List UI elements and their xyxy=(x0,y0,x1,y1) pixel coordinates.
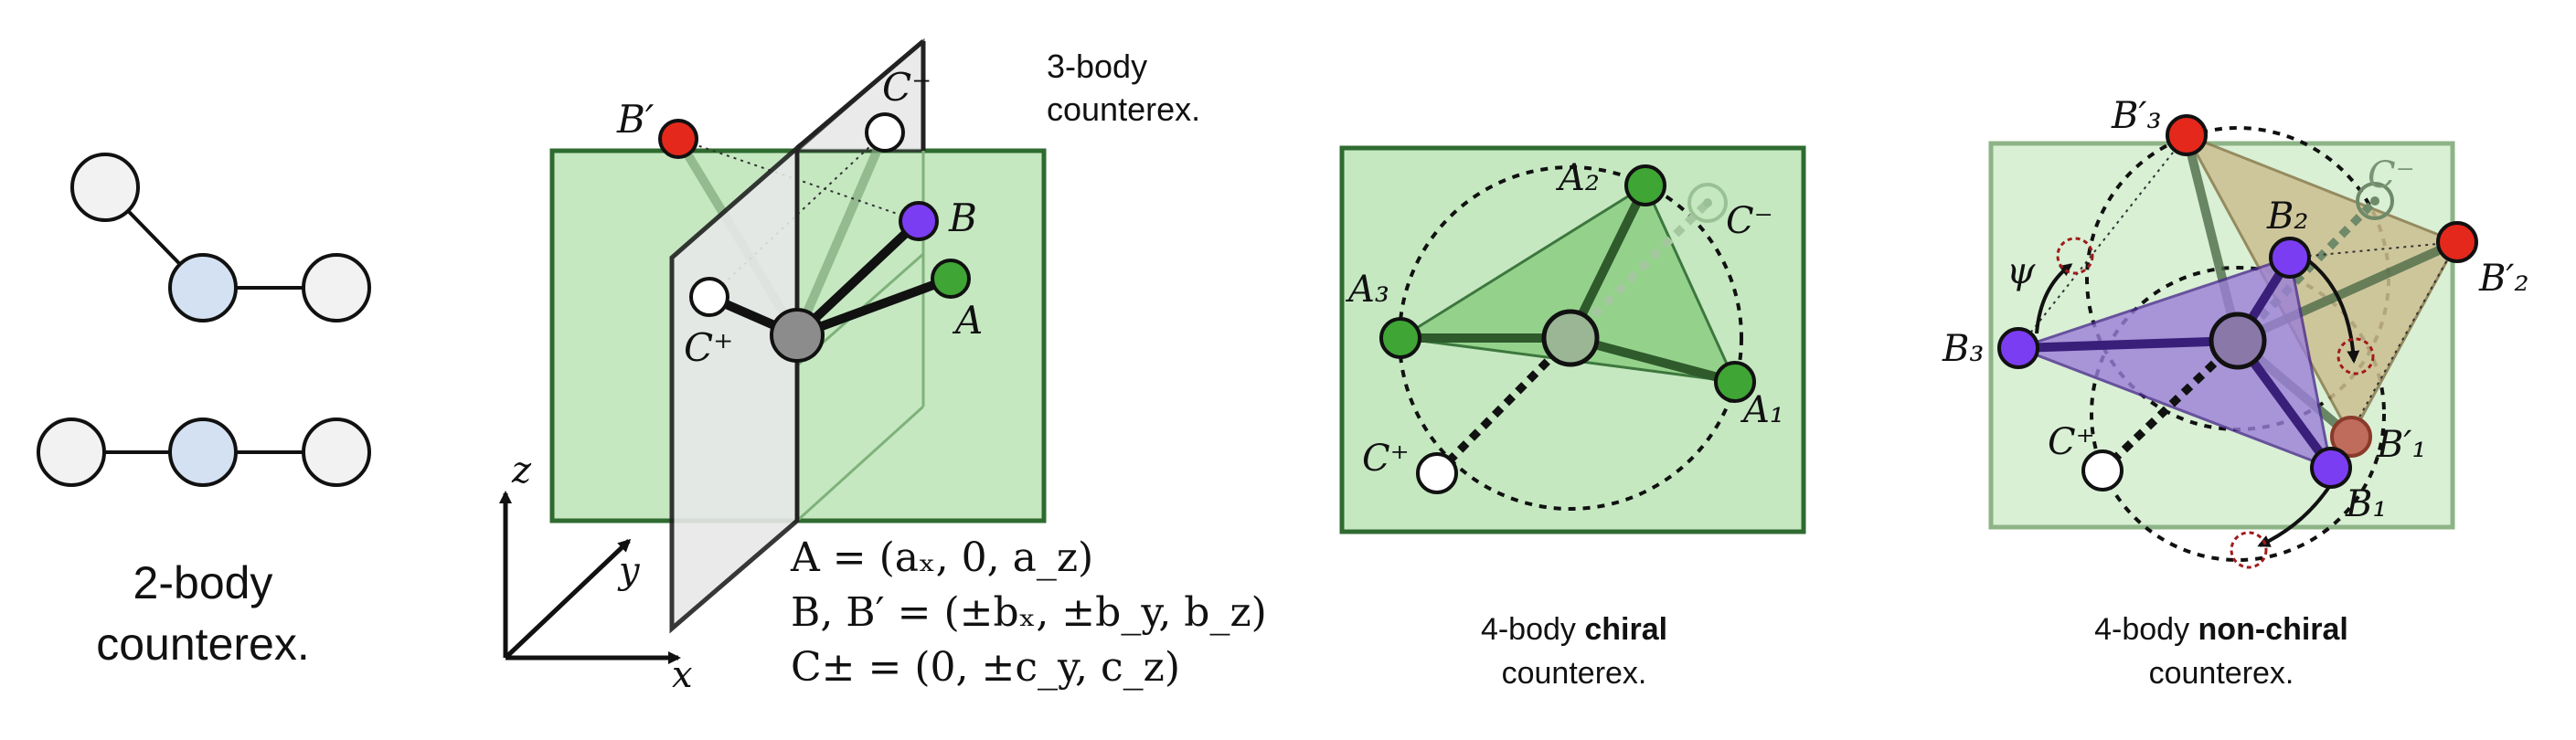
atom-A xyxy=(931,259,971,299)
atom-C-minus xyxy=(2356,182,2394,220)
title-line1: 3-body xyxy=(1047,48,1147,85)
rotation-arrow xyxy=(2257,482,2333,547)
graph-bottom xyxy=(37,418,371,487)
panel-2body: 2-body counterex. xyxy=(37,153,371,670)
atom-C-minus xyxy=(1687,183,1728,223)
atom-B1 xyxy=(2310,447,2352,489)
caption-pre: 4-body xyxy=(1481,612,1584,647)
target-marker xyxy=(2230,531,2268,569)
label-A1: A₁ xyxy=(1740,389,1784,431)
plane-fold-line xyxy=(795,405,925,523)
label-C-minus: C⁻ xyxy=(1726,200,1773,242)
bond xyxy=(2017,336,2239,353)
atom-B xyxy=(899,201,939,241)
target-marker xyxy=(2056,237,2094,275)
label-A3: A₃ xyxy=(1345,269,1389,311)
atom-A2 xyxy=(1624,164,1666,206)
caption-line1: 2-body xyxy=(133,557,273,608)
label-B1: B₁ xyxy=(2345,483,2387,525)
atom-C-plus xyxy=(2081,449,2124,492)
target-marker xyxy=(2336,337,2375,375)
atom-C-plus xyxy=(689,277,729,317)
atom-center xyxy=(2209,312,2267,370)
atom-B2 xyxy=(2269,237,2311,279)
label-C-plus: C⁺ xyxy=(1362,438,1410,480)
rotation-arrow xyxy=(2035,263,2073,334)
caption-bold: chiral xyxy=(1584,612,1667,647)
axis-label-y: y xyxy=(617,550,641,592)
label-B2-prime: B′₂ xyxy=(2478,258,2529,300)
caption-line2: counterex. xyxy=(2149,656,2294,691)
label-A2: A₂ xyxy=(1555,157,1600,199)
equation-A: A = (aₓ, 0, a_z) xyxy=(790,534,1093,581)
atom-B-prime xyxy=(658,119,698,159)
node-white xyxy=(302,253,371,322)
caption-line1: 4-body chiral xyxy=(1481,612,1667,647)
equation-B: B, B′ = (±bₓ, ±b_y, b_z) xyxy=(791,589,1267,636)
dotted-link xyxy=(2289,241,2458,259)
axis-label-x: x xyxy=(672,654,693,696)
equation-C: C± = (0, ±c_y, c_z) xyxy=(791,644,1180,691)
label-B1-prime: B′₁ xyxy=(2376,424,2427,466)
atom-A1 xyxy=(1714,361,1756,403)
label-C-minus: C⁻ xyxy=(882,65,931,110)
atom-A3 xyxy=(1379,317,1421,359)
atom-C-minus-dot xyxy=(2370,196,2379,206)
caption-line2: counterex. xyxy=(1502,656,1647,691)
bond xyxy=(793,217,922,339)
label-B3-prime: B′₃ xyxy=(2111,95,2162,137)
label-C-minus: C⁻ xyxy=(2368,154,2415,196)
label-psi: ψ xyxy=(2007,250,2036,292)
atom-B3 xyxy=(1997,327,2039,369)
caption-pre: 4-body xyxy=(2094,612,2198,647)
vertical-plane-edge xyxy=(795,39,925,150)
caption-line2: counterex. xyxy=(96,618,309,670)
axis-y xyxy=(504,538,632,660)
label-A: A xyxy=(952,298,983,343)
caption-bold: non-chiral xyxy=(2198,612,2348,647)
atom-B3-prime xyxy=(2166,114,2208,156)
label-B3: B₃ xyxy=(1942,328,1984,370)
panel-4body-nonchiral: B′₃ B′₂ B′₁ B₂ B₃ B₁ C⁻ C⁺ ψ 4-body non-… xyxy=(1942,95,2529,691)
axis-label-z: z xyxy=(511,449,532,492)
dashed-circle xyxy=(1398,165,1743,511)
panel-4body-chiral: A₂ A₁ A₃ C⁻ C⁺ 4-body chiral counterex. xyxy=(1339,145,1806,691)
atom-C-minus xyxy=(865,112,905,153)
caption-line1: 4-body non-chiral xyxy=(2094,612,2348,647)
rotation-arrow xyxy=(2306,259,2360,364)
dotted-link xyxy=(2017,134,2187,349)
label-B-prime: B′ xyxy=(616,97,655,142)
label-C-plus: C⁺ xyxy=(2048,421,2095,463)
atom-C-plus xyxy=(1416,452,1458,494)
panel-3body: B′ C⁻ B A C⁺ 3-body counterex. z y x A =… xyxy=(499,37,1267,696)
node-white xyxy=(302,418,371,487)
node-white xyxy=(70,153,140,222)
atom-B1-prime xyxy=(2330,416,2372,458)
atom-C-minus-dot xyxy=(1703,198,1712,207)
node-blue xyxy=(168,253,238,322)
node-white xyxy=(37,418,106,487)
label-C-plus: C⁺ xyxy=(684,325,733,370)
label-B2: B₂ xyxy=(2266,196,2308,238)
atom-B2-prime xyxy=(2436,221,2478,263)
title-line2: counterex. xyxy=(1047,90,1200,128)
atom-center xyxy=(770,308,825,363)
graph-top xyxy=(70,153,371,322)
bond-dashed-C-plus xyxy=(2099,337,2241,474)
atom-center xyxy=(1541,309,1600,367)
bond-faint xyxy=(793,131,889,337)
node-blue xyxy=(168,418,238,487)
label-B: B xyxy=(948,196,977,240)
dashed-circle-front xyxy=(2090,266,2386,562)
